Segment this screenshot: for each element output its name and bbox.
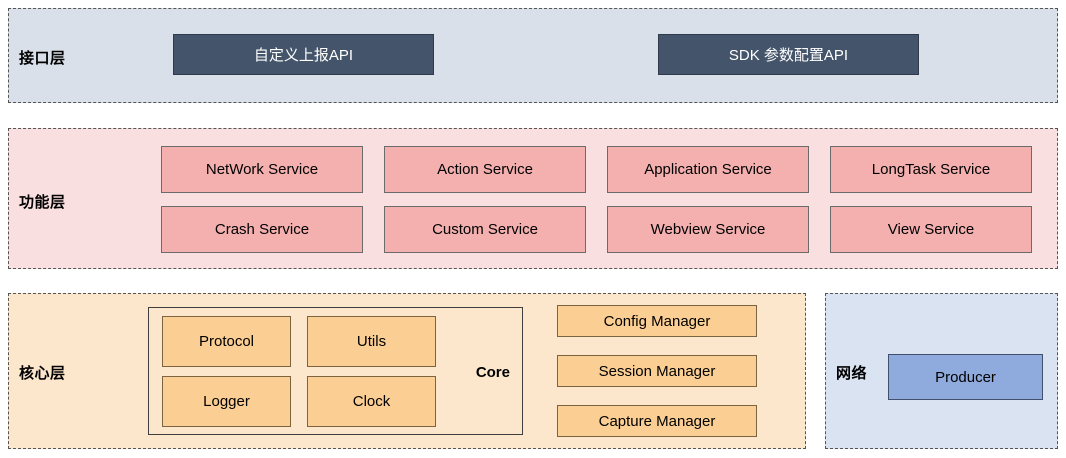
service-label: Application Service [644,161,772,178]
custom-report-api-label: 自定义上报API [253,47,354,64]
service-label: LongTask Service [871,161,991,178]
service-grid: NetWork Service Action Service Applicati… [161,146,1041,254]
core-layer-label: 核心层 [19,365,66,382]
sdk-config-api-button[interactable]: SDK 参数配置API [658,34,919,75]
manager-box-capture[interactable]: Capture Manager [557,405,757,437]
manager-label: Session Manager [598,362,716,380]
service-label: Crash Service [214,221,310,238]
manager-label: Capture Manager [598,412,716,430]
service-box-network[interactable]: NetWork Service [161,146,363,193]
core-box-utils[interactable]: Utils [307,316,436,367]
service-label: Action Service [437,161,533,178]
service-label: Webview Service [650,221,766,238]
manager-column: Config Manager Session Manager Capture M… [557,305,757,437]
network-layer-label: 网络 [836,365,868,382]
interface-layer-label: 接口层 [19,50,66,67]
core-group-title: Core [475,364,510,381]
service-label: View Service [887,221,975,238]
interface-layer-panel: 接口层 自定义上报API SDK 参数配置API [8,8,1058,103]
functional-layer-label: 功能层 [19,194,66,211]
custom-report-api-button[interactable]: 自定义上报API [173,34,434,75]
core-layer-panel: 核心层 Protocol Utils Logger Clock Core Con… [8,293,806,449]
service-box-application[interactable]: Application Service [607,146,809,193]
core-group-container: Protocol Utils Logger Clock Core [148,307,523,435]
network-layer-panel: 网络 Producer [825,293,1058,449]
core-module-label: Utils [356,333,387,350]
manager-label: Config Manager [603,312,711,330]
core-module-label: Protocol [198,333,255,350]
service-box-view[interactable]: View Service [830,206,1032,253]
core-module-grid: Protocol Utils Logger Clock [162,316,436,427]
producer-label: Producer [935,368,996,386]
core-box-protocol[interactable]: Protocol [162,316,291,367]
core-module-label: Clock [352,393,391,410]
service-label: NetWork Service [205,161,319,178]
service-box-action[interactable]: Action Service [384,146,586,193]
service-box-custom[interactable]: Custom Service [384,206,586,253]
service-label: Custom Service [432,221,538,238]
service-box-longtask[interactable]: LongTask Service [830,146,1032,193]
manager-box-config[interactable]: Config Manager [557,305,757,337]
functional-layer-panel: 功能层 NetWork Service Action Service Appli… [8,128,1058,269]
core-box-clock[interactable]: Clock [307,376,436,427]
manager-box-session[interactable]: Session Manager [557,355,757,387]
service-box-crash[interactable]: Crash Service [161,206,363,253]
sdk-config-api-label: SDK 参数配置API [728,47,849,64]
producer-box[interactable]: Producer [888,354,1043,400]
core-module-label: Logger [203,393,250,410]
service-box-webview[interactable]: Webview Service [607,206,809,253]
core-box-logger[interactable]: Logger [162,376,291,427]
